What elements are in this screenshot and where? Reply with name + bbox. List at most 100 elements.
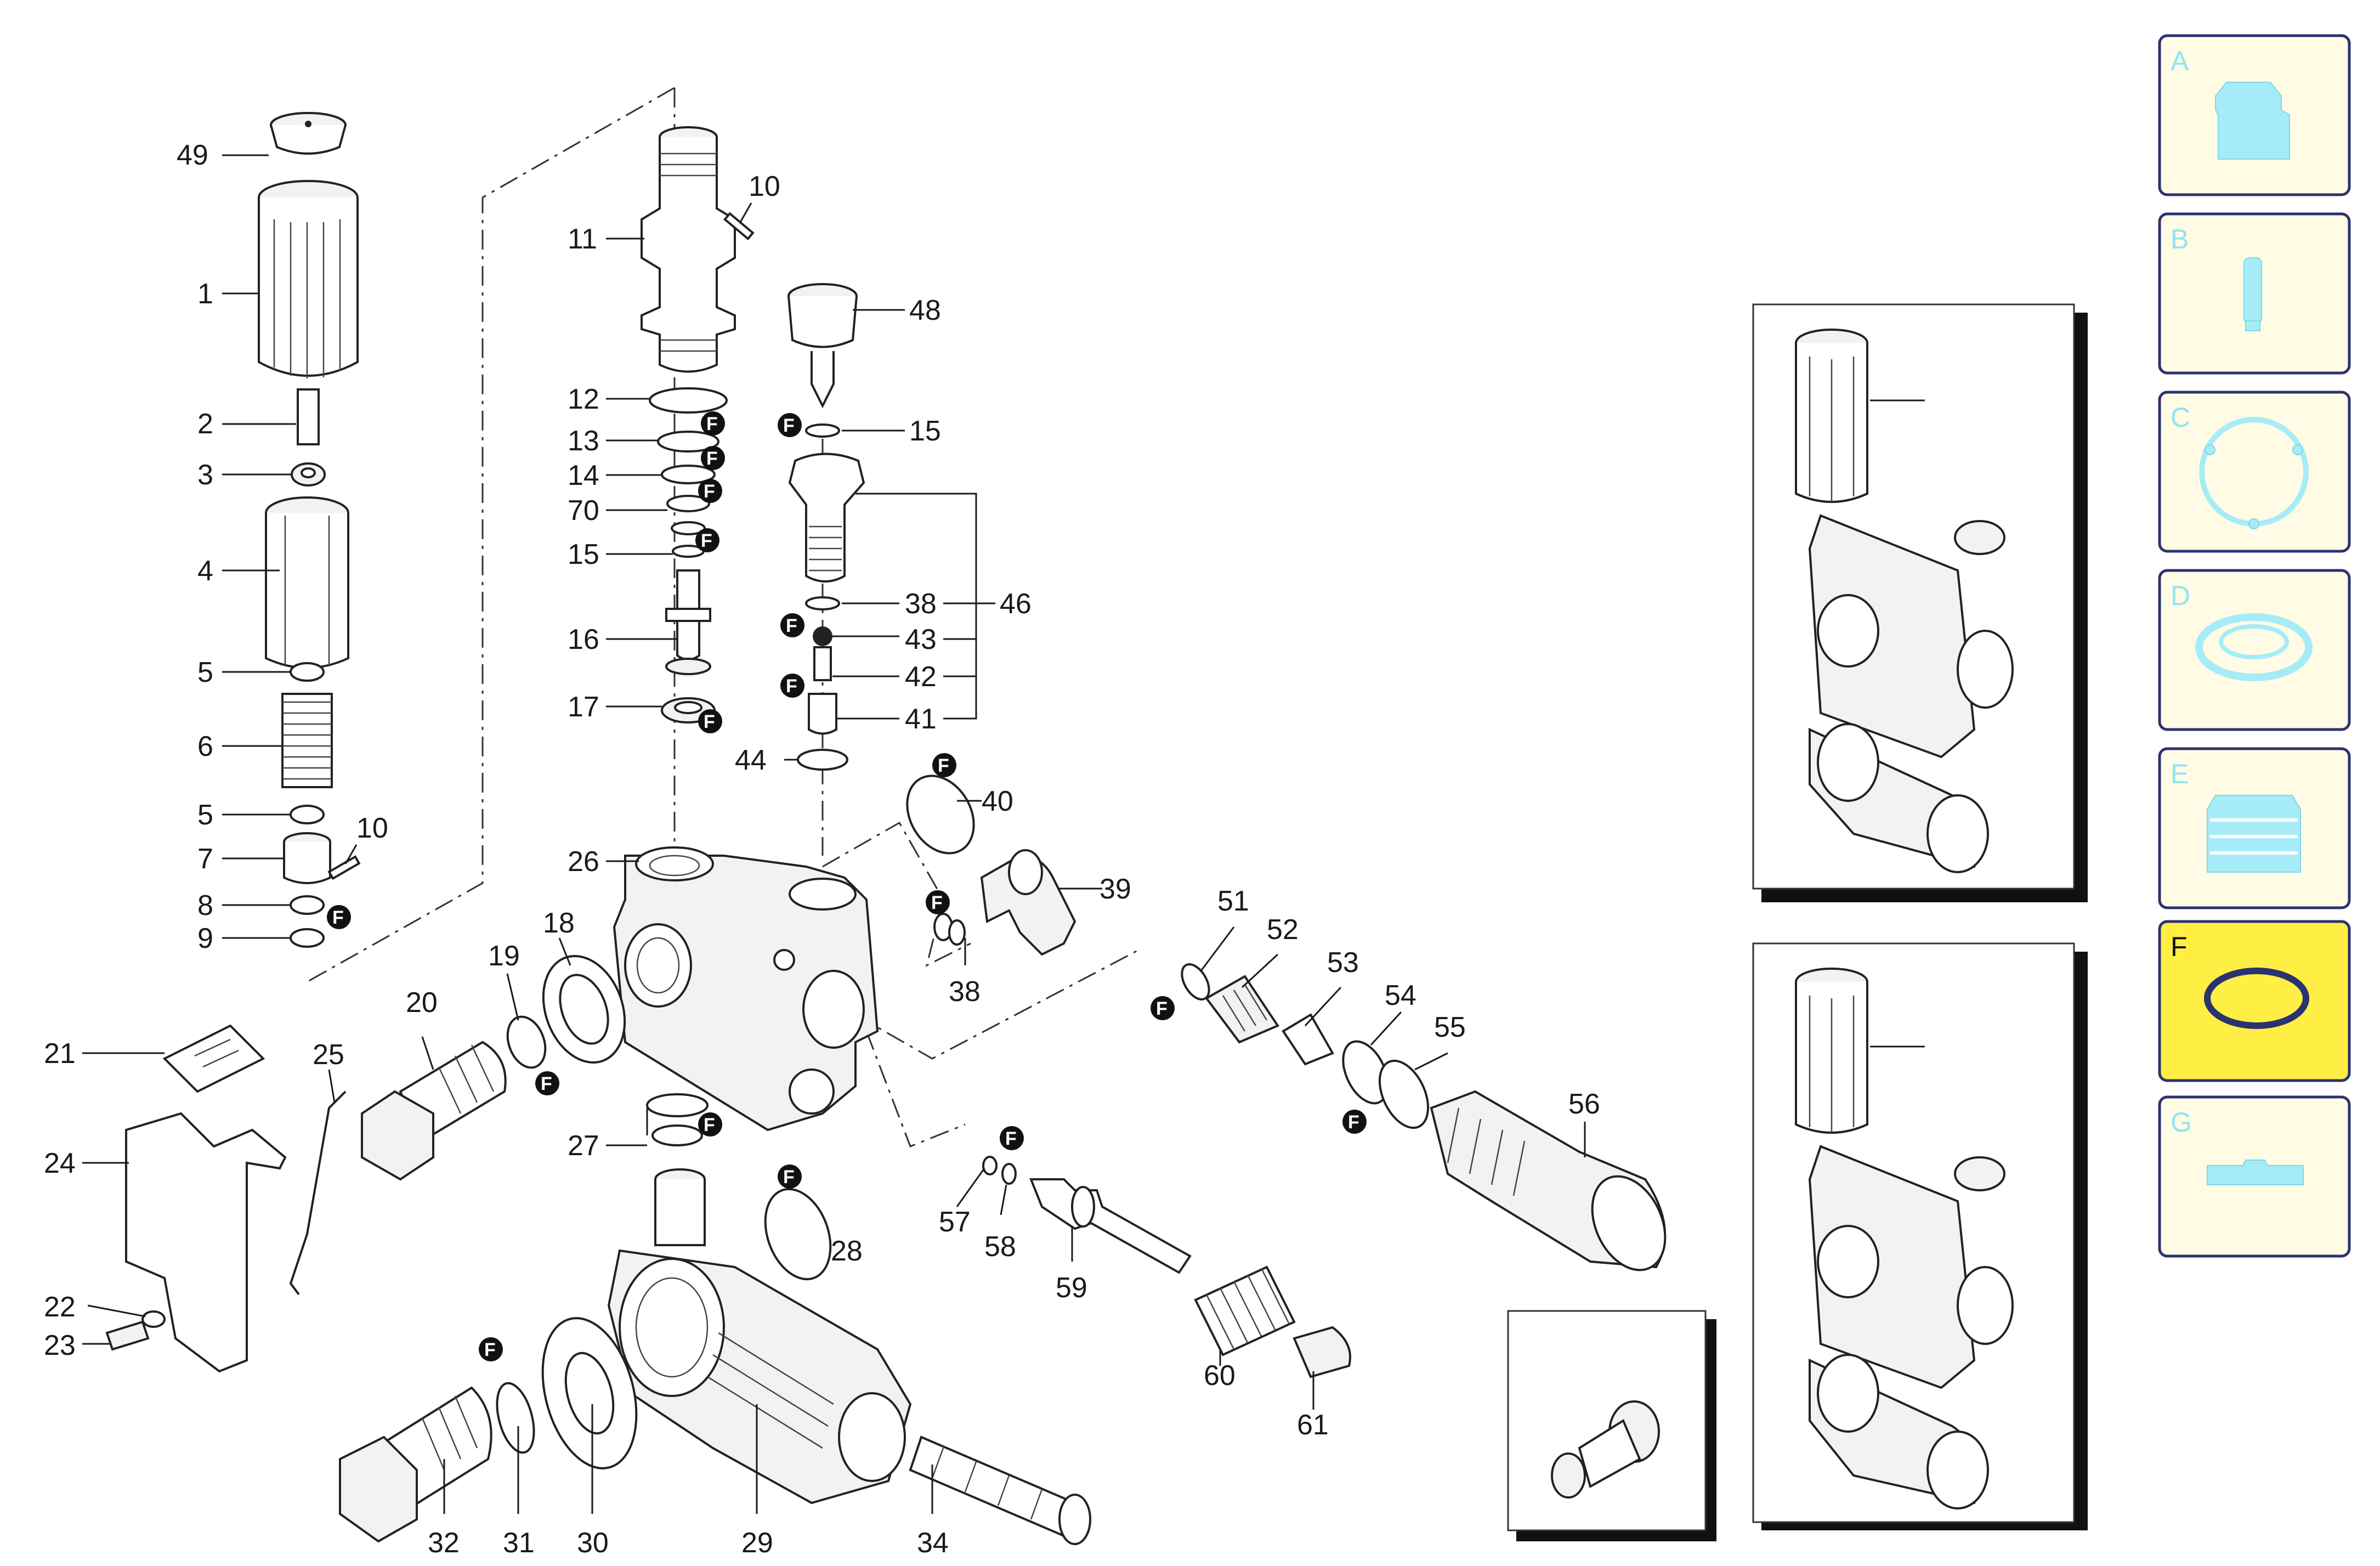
part-label: 12 <box>568 383 599 415</box>
svg-text:F: F <box>541 1073 552 1094</box>
part-label: 26 <box>568 846 599 878</box>
svg-text:F: F <box>786 615 797 636</box>
part-label: 4 <box>197 555 213 587</box>
part-label: 2 <box>197 408 213 440</box>
part-label: 70 <box>568 495 599 527</box>
part-label: 6 <box>197 731 213 762</box>
part-label: 34 <box>917 1527 949 1559</box>
part-label: 27 <box>568 1130 599 1162</box>
part-label: 32 <box>428 1527 460 1559</box>
part-label: 48 <box>909 295 941 326</box>
part-label: 38 <box>905 588 937 620</box>
unloader-stack <box>641 126 755 723</box>
plug-assembly-left <box>361 955 626 1181</box>
f-marker: F <box>926 890 950 914</box>
f-marker: F <box>778 413 802 437</box>
part-label: 3 <box>197 459 213 491</box>
svg-text:F: F <box>704 1115 715 1135</box>
part-label: 15 <box>568 539 599 570</box>
svg-text:F: F <box>484 1339 496 1360</box>
part-label: 8 <box>197 890 213 921</box>
f-marker: F <box>1342 1110 1367 1134</box>
rings-27 <box>646 1093 709 1146</box>
part-label: 23 <box>44 1330 76 1361</box>
svg-text:F: F <box>704 481 715 502</box>
part-label: 46 <box>1000 588 1032 620</box>
f-marker: F <box>698 479 722 503</box>
part-label: 42 <box>905 661 937 693</box>
outlet-assembly <box>1181 963 1667 1271</box>
valve-body <box>613 846 879 1132</box>
part-label: 16 <box>568 624 599 655</box>
part-label: 1 <box>197 278 213 310</box>
part-label: 49 <box>177 139 208 171</box>
f-marker: F <box>698 709 722 733</box>
part-label: 52 <box>1267 914 1299 946</box>
f-marker: F <box>535 1071 559 1095</box>
svg-text:F: F <box>332 907 344 928</box>
part-label: 19 <box>488 940 520 972</box>
regulator-stack <box>258 112 361 948</box>
part-label: 38 <box>949 976 981 1008</box>
part-label: 5 <box>197 799 213 831</box>
svg-text:F: F <box>786 676 797 697</box>
part-label: 28 <box>831 1235 863 1267</box>
f-marker: F <box>695 528 719 552</box>
part-label: 40 <box>982 785 1013 817</box>
svg-text:F: F <box>783 1167 795 1188</box>
part-label: 22 <box>44 1291 76 1323</box>
elbow-fitting <box>906 774 1076 956</box>
part-label: 25 <box>313 1039 344 1071</box>
part-label: 14 <box>568 460 599 491</box>
suction-manifold <box>607 1168 912 1505</box>
svg-text:F: F <box>783 415 795 436</box>
f-marker: F <box>479 1337 503 1361</box>
svg-text:F: F <box>1348 1112 1359 1133</box>
part-label: 18 <box>543 907 575 939</box>
part-label: 24 <box>44 1147 76 1179</box>
part-label: 13 <box>568 425 599 457</box>
part-label: 21 <box>44 1038 76 1070</box>
f-marker: F <box>701 446 725 470</box>
part-label: 29 <box>741 1527 773 1559</box>
part-label: 53 <box>1327 947 1359 979</box>
part-label: 54 <box>1385 980 1416 1011</box>
f-marker: F <box>327 905 351 929</box>
part-label: 20 <box>406 987 438 1019</box>
part-label: 58 <box>984 1231 1016 1263</box>
svg-text:F: F <box>701 530 712 551</box>
part-label: 41 <box>905 703 937 735</box>
part-label: 43 <box>905 624 937 655</box>
part-label: 10 <box>356 812 388 844</box>
f-marker: F <box>1151 996 1175 1020</box>
svg-text:F: F <box>938 755 949 776</box>
inset-assembly-71 <box>1752 303 2088 902</box>
f-marker: F <box>698 1112 722 1137</box>
bracket-assembly <box>105 1024 347 1373</box>
plug-assembly-bottom <box>339 1317 638 1543</box>
part-label: 57 <box>939 1206 971 1238</box>
check-valve-stack <box>787 283 865 771</box>
f-marker: F <box>780 674 804 698</box>
f-marker: F <box>778 1164 802 1189</box>
f-markers: F F F F F F F F F F F F F F F F F F <box>327 411 1367 1361</box>
part-label: 51 <box>1217 885 1249 917</box>
f-marker: F <box>701 411 725 436</box>
part-label: 11 <box>568 223 597 255</box>
inset-assembly-35 <box>1507 1310 1716 1541</box>
svg-text:F: F <box>704 711 715 732</box>
svg-text:F: F <box>1156 998 1168 1019</box>
part-label: 44 <box>735 744 767 776</box>
part-label: 10 <box>749 171 780 202</box>
filter-34 <box>909 1435 1091 1545</box>
svg-text:F: F <box>1005 1128 1017 1149</box>
inset-assembly-69 <box>1752 942 2088 1530</box>
f-marker: F <box>1000 1126 1024 1150</box>
part-label: 31 <box>503 1527 535 1559</box>
part-label: 61 <box>1297 1409 1329 1441</box>
f-marker: F <box>932 753 956 777</box>
part-label: 30 <box>577 1527 609 1559</box>
part-label: 9 <box>197 923 213 954</box>
part-label: 56 <box>1568 1088 1600 1120</box>
